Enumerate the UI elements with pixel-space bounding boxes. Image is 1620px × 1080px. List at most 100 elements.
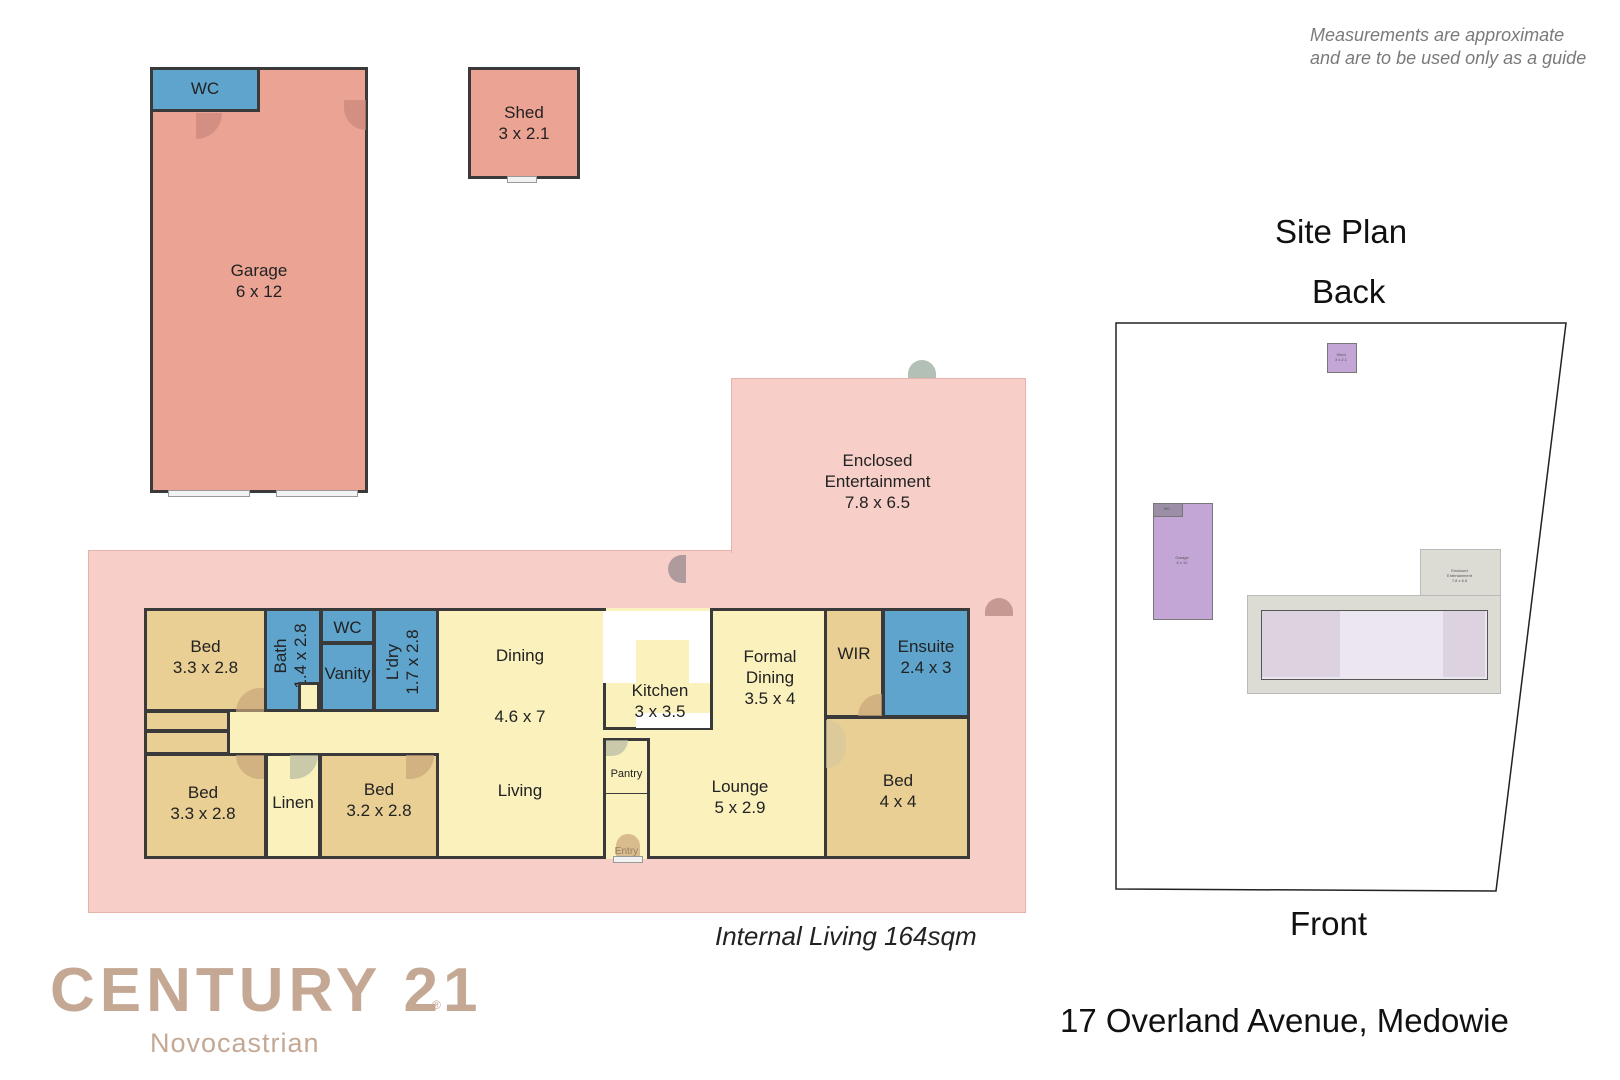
bed-3-label: Bed 3.2 x 2.8: [319, 779, 439, 821]
ensuite-name: Ensuite: [897, 637, 955, 656]
bed-1-size: 3.3 x 2.8: [172, 658, 239, 677]
pantry-text: Pantry: [610, 768, 643, 780]
disclaimer-line-1: Measurements are approximate: [1310, 25, 1565, 45]
vanity-room: [320, 642, 375, 712]
kitchen-bench-right: [689, 611, 710, 683]
garage-size: 6 x 12: [235, 282, 283, 301]
brand-registered-mark: ®: [432, 998, 441, 1012]
bed-3-name: Bed: [363, 780, 395, 799]
entry-door-icon: [616, 834, 640, 856]
shed-size: 3 x 2.1: [498, 124, 550, 143]
ensuite-room: [882, 608, 970, 718]
bath-wall-stub: [298, 682, 320, 712]
site-plan-front-label: Front: [1290, 905, 1368, 942]
garage-door-1: [168, 490, 250, 497]
disclaimer-note: Measurements are approximate and are to …: [1310, 24, 1586, 70]
site-plan-ent-name-1: Enclosed: [1451, 568, 1468, 573]
garage-label: Garage 6 x 12: [150, 260, 368, 302]
site-plan-ent-size: 7.8 x 6.5: [1451, 578, 1468, 583]
kitchen-bench-bottom: [636, 713, 710, 728]
entry-door: [613, 856, 643, 863]
site-plan-title: Site Plan: [1275, 213, 1408, 250]
site-plan-garage-size: 6 x 12: [1176, 560, 1188, 565]
entertainment-name-1: Enclosed: [842, 451, 913, 470]
linen-label: Linen: [265, 792, 321, 813]
formal-dining-label: Formal Dining 3.5 x 4: [725, 646, 815, 709]
brand-office-name: Novocastrian: [150, 1028, 320, 1058]
site-plan-garage-name: Garage: [1175, 555, 1189, 560]
pantry-label: Pantry: [603, 764, 650, 785]
garage-wc-text: WC: [190, 79, 220, 98]
site-plan-entertainment-label: Enclosed Entertainment 7.8 x 6.5: [1420, 568, 1499, 583]
bed-2-label: Bed 3.3 x 2.8: [144, 782, 262, 824]
bed-3-size: 3.2 x 2.8: [346, 801, 412, 820]
site-plan-garage: [1153, 503, 1213, 620]
site-plan-shed-label: Shed 3 x 2.1: [1327, 352, 1355, 362]
ensuite-label: Ensuite 2.4 x 3: [882, 636, 970, 678]
outdoor-area-join: [732, 540, 1023, 554]
shed-door: [507, 176, 537, 183]
garage-room: [150, 67, 368, 493]
shed-label: Shed 3 x 2.1: [468, 102, 580, 144]
site-plan-shed-size: 3 x 2.1: [1334, 357, 1347, 362]
garage-door-2: [276, 490, 358, 497]
bed-2-divider-2: [144, 730, 230, 755]
living-name: Living: [497, 781, 543, 800]
lounge-label: Lounge 5 x 2.9: [690, 776, 790, 818]
entertainment-door-icon-side: [985, 598, 1013, 616]
bed-1-label: Bed 3.3 x 2.8: [144, 636, 267, 678]
site-plan-ent-name-2: Entertainment: [1447, 573, 1472, 578]
entertainment-door-icon-top: [908, 360, 936, 378]
brand-logo-name: CENTURY 21: [50, 956, 483, 1025]
linen-text: Linen: [272, 793, 314, 812]
entertainment-label: Enclosed Entertainment 7.8 x 6.5: [790, 450, 965, 513]
site-plan-back-label: Back: [1312, 273, 1386, 310]
hallway: [228, 712, 439, 754]
bed-4-name: Bed: [882, 771, 914, 790]
kitchen-name: Kitchen: [631, 681, 689, 700]
bed-2-name: Bed: [187, 783, 219, 802]
bed-4-room: [824, 716, 970, 859]
site-plan-garage-label: Garage 6 x 12: [1153, 555, 1211, 565]
bed-1-room: [144, 608, 267, 712]
bed-4-door-icon: [826, 720, 846, 768]
living-label: Living: [470, 780, 570, 801]
vanity-text: Vanity: [324, 664, 371, 683]
dining-name: Dining: [495, 646, 545, 665]
bed-4-size: 4 x 4: [879, 792, 917, 811]
garage-side-door-icon: [344, 100, 366, 130]
site-plan-shed: [1327, 343, 1357, 373]
property-address: 17 Overland Avenue, Medowie: [1060, 1002, 1509, 1039]
dining-label: Dining: [470, 645, 570, 666]
shed-name: Shed: [504, 103, 544, 122]
dining-living-size-text: 4.6 x 7: [494, 707, 546, 726]
garage-name: Garage: [230, 261, 288, 280]
disclaimer-line-2: and are to be used only as a guide: [1310, 48, 1587, 68]
garage-wc-label: WC: [150, 78, 260, 99]
wc-text: WC: [333, 618, 362, 637]
ensuite-door-icon: [858, 694, 882, 716]
bed-2-size: 3.3 x 2.8: [170, 804, 236, 823]
formal-dining-name-1: Formal: [743, 647, 797, 666]
laundry-room: [373, 608, 439, 712]
bed-1-name: Bed: [190, 637, 221, 656]
entertainment-size: 7.8 x 6.5: [844, 493, 911, 512]
site-plan-garage-wc-text: WC: [1163, 506, 1171, 511]
dining-west-wall-lower: [436, 753, 439, 859]
lounge-size: 5 x 2.9: [714, 798, 766, 817]
wc-label: WC: [320, 617, 375, 638]
outdoor-area-entertainment: [731, 378, 1026, 553]
lounge-name: Lounge: [711, 777, 769, 796]
garage-wc-room: [150, 67, 260, 112]
site-plan-house-master: [1443, 611, 1485, 677]
entertainment-name-2: Entertainment: [824, 472, 931, 491]
wir-text: WIR: [837, 644, 871, 663]
kitchen-label: Kitchen 3 x 3.5: [620, 680, 700, 722]
kitchen-bench-left: [603, 611, 636, 683]
pantry-door-icon: [606, 740, 628, 756]
vanity-label: Vanity: [320, 663, 375, 684]
site-plan-garage-wc-label: WC: [1153, 506, 1181, 511]
bed-4-label: Bed 4 x 4: [845, 770, 951, 812]
dining-living-size: 4.6 x 7: [470, 706, 570, 727]
